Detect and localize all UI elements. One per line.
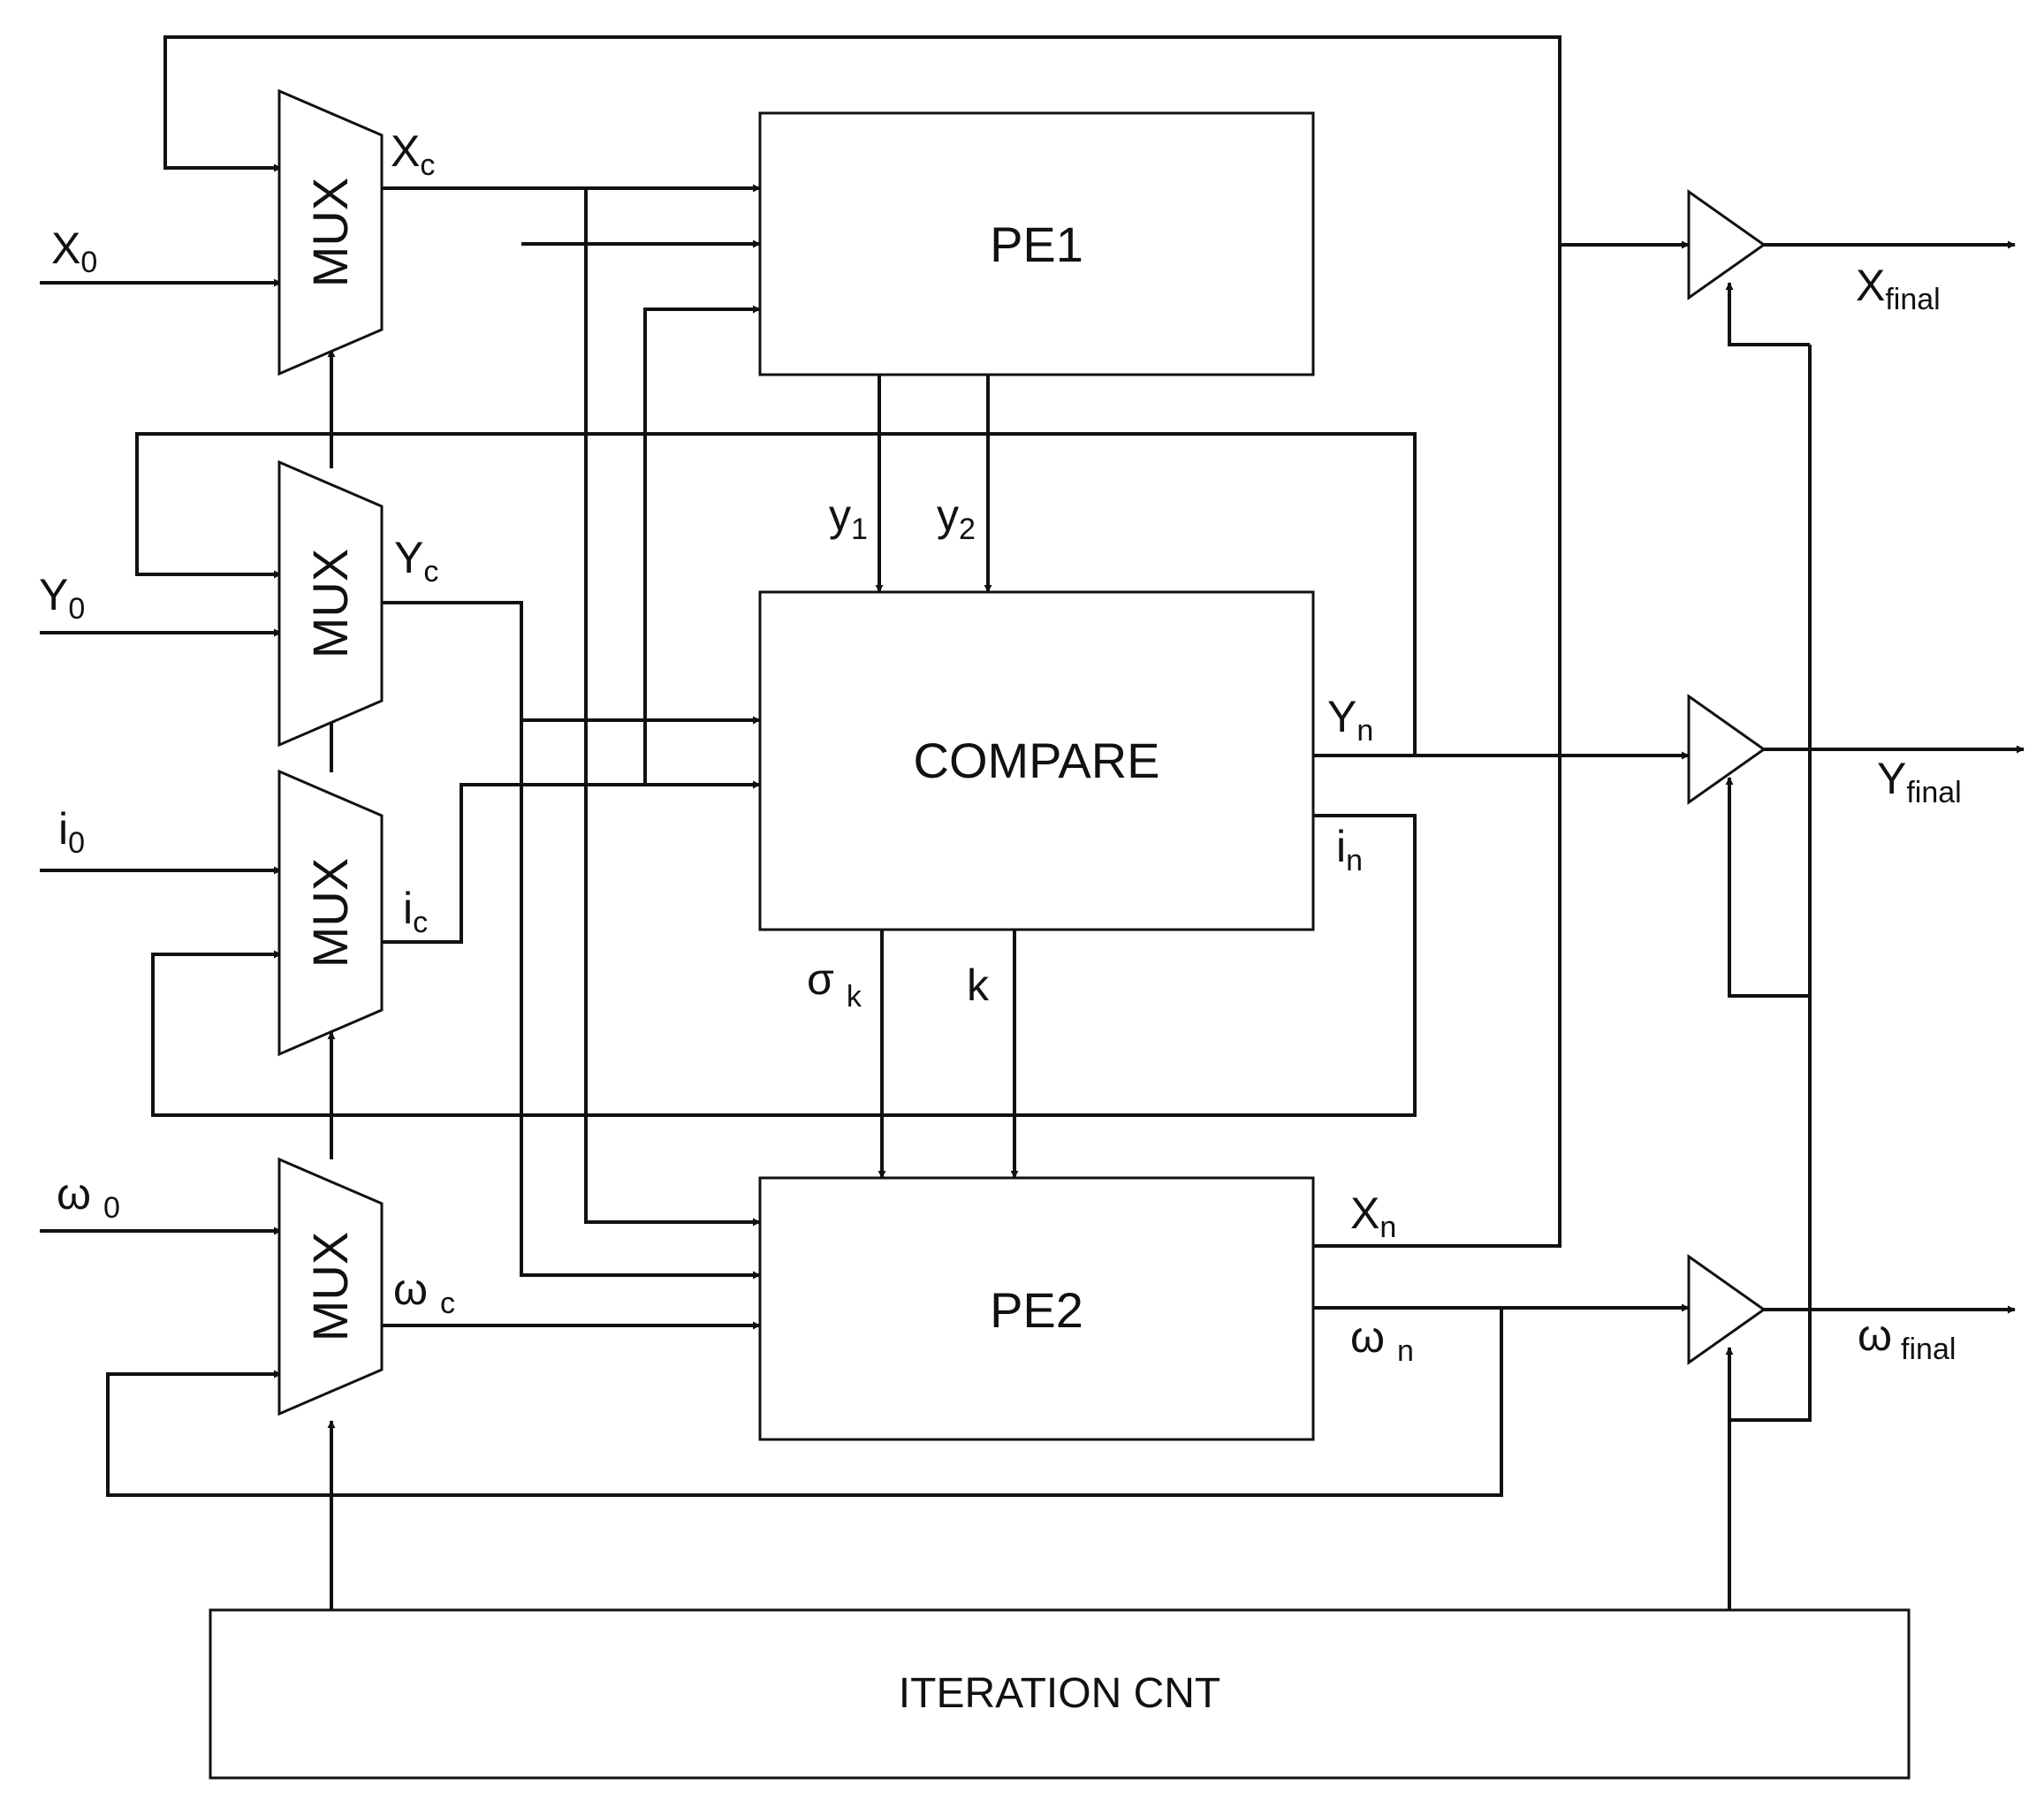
mux-4-label: MUX — [302, 1232, 358, 1341]
pe1-label: PE1 — [990, 216, 1083, 272]
label-xc: Xc — [391, 126, 435, 182]
mux-1-label: MUX — [302, 178, 358, 287]
label-y1: y1 — [829, 490, 868, 546]
pe1-block: PE1 — [758, 111, 1315, 376]
label-ic: ic — [403, 884, 428, 939]
label-yn: Yn — [1327, 692, 1373, 748]
wire-wn-feedback — [106, 1308, 1503, 1497]
wire-enable-y — [1725, 777, 1810, 998]
buffer-y — [1687, 694, 1767, 805]
label-y2: y2 — [937, 490, 976, 546]
wires — [40, 35, 2025, 1610]
buffer-x — [1687, 189, 1767, 300]
wire-yn-feedback — [135, 432, 1417, 756]
label-i0: i0 — [58, 804, 85, 860]
wire-yc-bus — [382, 601, 761, 1280]
label-in: in — [1336, 822, 1363, 877]
buffer-w — [1687, 1254, 1767, 1365]
compare-block: COMPARE — [758, 590, 1315, 931]
label-yfinal: Yfinal — [1877, 754, 1962, 809]
compare-label: COMPARE — [914, 733, 1160, 788]
label-xfinal: Xfinal — [1856, 261, 1941, 316]
iteration-cnt-block: ITERATION CNT — [209, 1608, 1911, 1780]
label-y0: Y0 — [39, 570, 85, 626]
mux-4: MUX — [277, 1157, 384, 1416]
label-x0: X0 — [51, 224, 97, 279]
wire-xn-feedback — [163, 35, 1561, 1248]
wire-ic-bus — [382, 780, 761, 944]
label-xn: Xn — [1350, 1189, 1396, 1244]
wire-enable-x — [1725, 282, 1810, 346]
wire-ic-to-pe1 — [643, 305, 761, 785]
pe2-block: PE2 — [758, 1176, 1315, 1441]
label-yc: Yc — [394, 533, 438, 589]
mux-1: MUX — [277, 88, 384, 376]
pe2-label: PE2 — [990, 1282, 1083, 1338]
mux-3-label: MUX — [302, 858, 358, 968]
wire-enable-bus — [1728, 345, 1812, 1610]
iteration-cnt-label: ITERATION CNT — [899, 1670, 1220, 1717]
wire-in-feedback — [151, 814, 1417, 1117]
mux-2-label: MUX — [302, 549, 358, 658]
mux-2: MUX — [277, 459, 384, 748]
label-k: k — [967, 961, 990, 1010]
wire-xc-bus — [584, 188, 761, 1227]
mux-3: MUX — [277, 769, 384, 1057]
